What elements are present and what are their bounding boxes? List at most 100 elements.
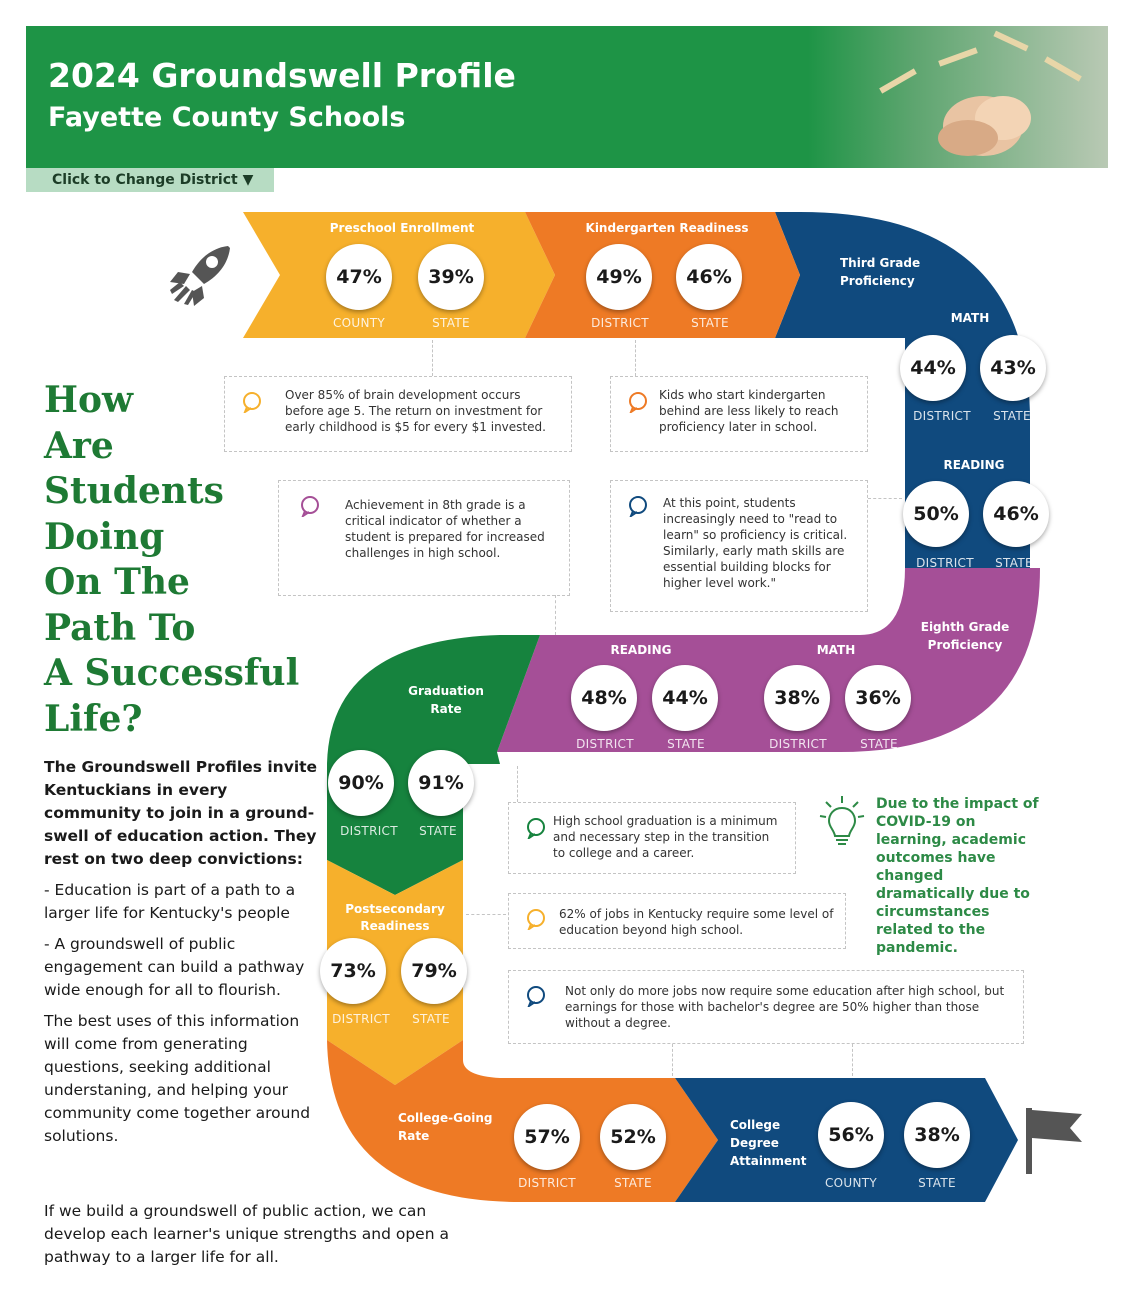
connector-line [635,340,636,376]
college-going-state-value: 52% [600,1104,666,1170]
lightbulb-icon [819,796,865,845]
note-jobs: 62% of jobs in Kentucky require some lev… [508,893,846,949]
speech-bubble-icon [527,818,545,839]
connector-line [852,1044,853,1076]
eighth-grade-reading-state-value: 44% [652,665,718,731]
third-grade-reading-district-value: 50% [903,481,969,547]
kindergarten-state-caption: STATE [691,316,729,330]
college-going-label-2: Rate [398,1129,430,1143]
postsecondary-segment [327,860,463,1085]
eighth-grade-reading-label: READING [610,643,672,657]
uses-paragraph: The best uses of this information will c… [44,1012,311,1145]
college-degree-label-3: Attainment [730,1154,807,1168]
hands-photo [808,26,1108,168]
college-degree-label-2: Degree [730,1136,779,1150]
note-kindergarten: Kids who start kindergarten behind are l… [610,376,868,452]
postsecondary-state-caption: STATE [412,1012,450,1026]
eighth-grade-reading-district-caption: DISTRICT [576,737,634,751]
intro-paragraph: The Groundswell Profiles invite Kentucki… [44,758,318,868]
graduation-state-caption: STATE [419,824,457,838]
eighth-grade-reading-district-value: 48% [571,665,637,731]
graduation-label-2: Rate [430,702,462,716]
postsecondary-state-value: 79% [401,938,467,1004]
kindergarten-state-value: 46% [676,244,742,310]
speech-bubble-icon [527,986,545,1007]
postsecondary-district-value: 73% [320,938,386,1004]
third-grade-segment [775,212,1030,568]
speech-bubble-icon [243,392,261,413]
conviction-2: - A groundswell of public engagement can… [44,935,305,999]
eighth-grade-math-state-caption: STATE [860,737,898,751]
third-grade-math-state-value: 43% [980,335,1046,401]
kindergarten-district-caption: DISTRICT [591,316,649,330]
postsecondary-label-1: Postsecondary [345,902,445,916]
graduation-label-1: Graduation [408,684,484,698]
eighth-grade-math-district-caption: DISTRICT [769,737,827,751]
rocket-icon [170,246,230,306]
college-going-district-value: 57% [514,1104,580,1170]
third-grade-reading-district-caption: DISTRICT [916,556,974,570]
district-name: Fayette County Schools [48,102,406,133]
connector-line [555,595,556,635]
intro-text: The Groundswell Profiles invite Kentucki… [44,756,322,1156]
speech-bubble-icon [527,909,545,930]
college-going-district-caption: DISTRICT [518,1176,576,1190]
preschool-state-caption: STATE [432,316,470,330]
graduation-state-value: 91% [408,750,474,816]
connector-line [432,340,433,376]
connector-line [466,914,506,915]
college-degree-state-caption: STATE [918,1176,956,1190]
third-grade-label-2: Proficiency [840,274,915,288]
connector-line [672,1044,673,1076]
preschool-county-caption: COUNTY [332,316,386,330]
graduation-district-caption: DISTRICT [340,824,398,838]
eighth-grade-math-label: MATH [816,643,856,657]
third-grade-reading-state-value: 46% [983,481,1049,547]
eighth-grade-math-district-value: 38% [764,665,830,731]
note-earnings: Not only do more jobs now require some e… [508,970,1024,1044]
college-degree-county-value: 56% [818,1102,884,1168]
headline: How Are Students Doing On The Path To A … [44,379,300,740]
eighth-grade-reading-state-caption: STATE [667,737,705,751]
third-grade-label-1: Third Grade [840,256,921,270]
preschool-state-value: 39% [418,244,484,310]
closing-paragraph: If we build a groundswell of public acti… [44,1202,449,1266]
college-going-label-1: College-Going [398,1111,493,1125]
kindergarten-label: Kindergarten Readiness [585,221,749,235]
third-grade-reading-label: READING [943,458,1005,472]
covid-note: Due to the impact of COVID-19 on learnin… [876,796,1039,956]
connector-line [868,498,902,499]
preschool-segment [243,212,555,338]
speech-bubble-icon [301,496,319,517]
third-grade-math-state-caption: STATE [993,409,1031,423]
college-going-state-caption: STATE [614,1176,652,1190]
eighth-grade-label-2: Proficiency [927,638,1003,652]
conviction-1: - Education is part of a path to a large… [44,881,296,922]
finish-flag-icon [1026,1108,1082,1174]
note-read-to-learn: At this point, students increasingly nee… [610,480,868,612]
speech-bubble-icon [629,496,647,517]
graduation-district-value: 90% [328,750,394,816]
preschool-label: Preschool Enrollment [329,221,475,235]
note-eighth-grade: Achievement in 8th grade is a critical i… [278,480,570,596]
note-graduation: High school graduation is a minimum and … [508,802,796,874]
college-degree-label-1: College [730,1118,781,1132]
third-grade-reading-state-caption: STATE [995,556,1033,570]
college-degree-state-value: 38% [904,1102,970,1168]
kindergarten-segment [525,212,800,338]
note-brain-development: Over 85% of brain development occurs bef… [224,376,572,452]
third-grade-math-label: MATH [950,311,990,325]
kindergarten-district-value: 49% [586,244,652,310]
postsecondary-label-2: Readiness [360,919,430,933]
connector-line [517,766,518,802]
eighth-grade-label-1: Eighth Grade [920,620,1010,634]
postsecondary-district-caption: DISTRICT [332,1012,390,1026]
change-district-button[interactable]: Click to Change District ▼ [26,168,274,192]
eighth-grade-math-state-value: 36% [845,665,911,731]
speech-bubble-icon [629,392,647,413]
preschool-county-value: 47% [326,244,392,310]
page-title: 2024 Groundswell Profile [48,56,516,95]
college-degree-county-caption: COUNTY [824,1176,878,1190]
header-banner: 2024 Groundswell Profile Fayette County … [26,26,1108,168]
third-grade-math-district-value: 44% [900,335,966,401]
